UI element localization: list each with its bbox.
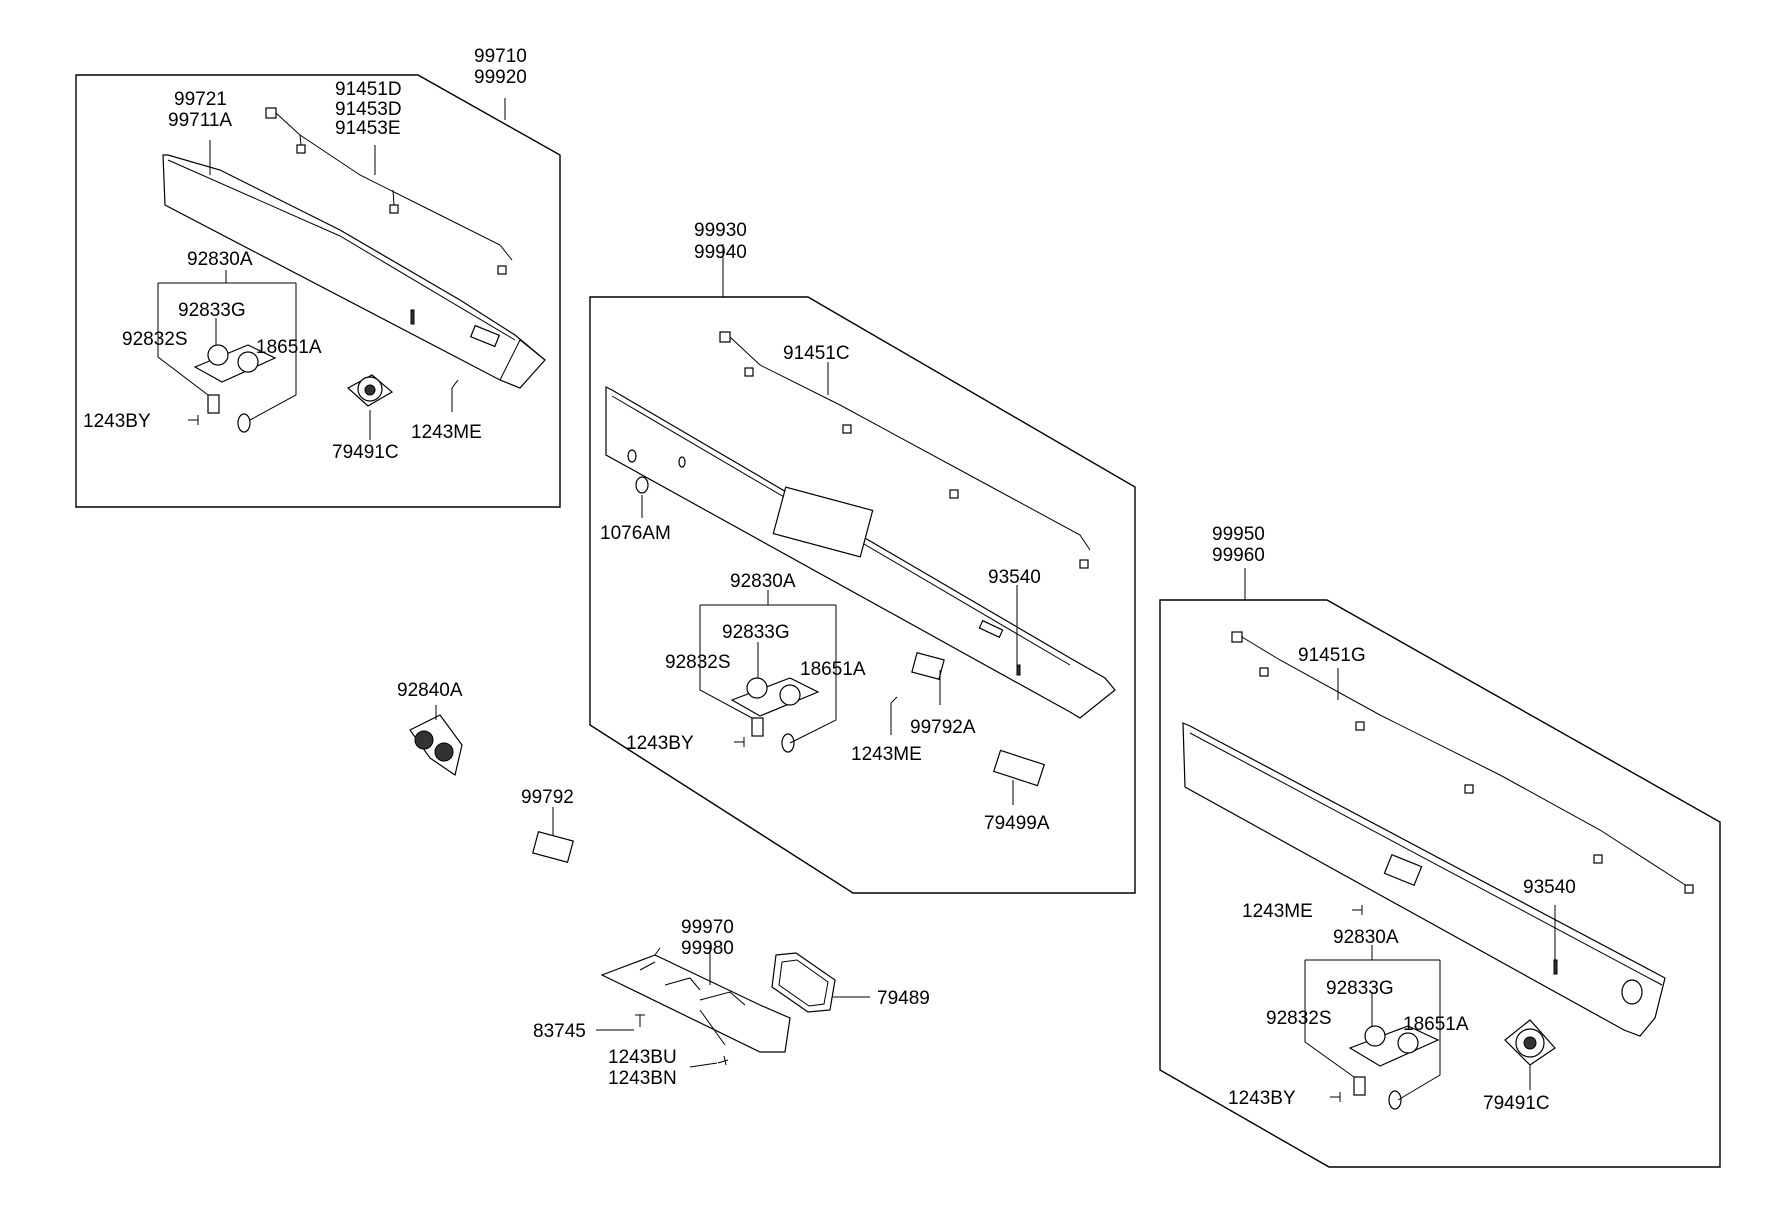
vent-slot-3	[1383, 853, 1423, 887]
group-2: 99930 99940 91451C 1076AM 93540 92830A 9…	[589, 220, 1136, 894]
label-99711a: 99711A	[168, 110, 232, 131]
group-3-boundary	[1159, 599, 1721, 1168]
label-1243by: 1243BY	[626, 733, 694, 754]
vent-99792a	[911, 651, 945, 681]
switch-92840a	[409, 714, 463, 776]
label-99930: 99930	[694, 220, 747, 241]
loose-parts: 92840A 99792 99970 99980 79489 83745 124…	[397, 680, 930, 1089]
label-1243bn: 1243BN	[608, 1068, 677, 1089]
label-99792: 99792	[521, 787, 574, 808]
lamp-3	[1348, 1025, 1440, 1110]
group-1: 99710 99920 99721 99711A 91451D 91453D 9…	[75, 46, 561, 508]
label-99940: 99940	[694, 242, 747, 263]
label-18651a: 18651A	[1403, 1014, 1469, 1035]
label-79491c: 79491C	[1483, 1093, 1550, 1114]
label-79499a: 79499A	[984, 813, 1050, 834]
label-91453e: 91453E	[335, 118, 401, 139]
panel-opening	[772, 486, 874, 558]
screw-83745	[635, 1014, 645, 1027]
group-2-boundary	[589, 296, 1136, 894]
duct	[600, 947, 791, 1053]
label-91453d: 91453D	[335, 99, 402, 120]
label-92830a: 92830A	[1333, 927, 1399, 948]
trim-panel-3	[1182, 722, 1666, 1037]
label-79489: 79489	[877, 988, 930, 1009]
bolt-1243bu	[717, 1055, 729, 1066]
label-1243by: 1243BY	[83, 411, 151, 432]
label-99920: 99920	[474, 67, 527, 88]
harness-3	[1231, 631, 1694, 894]
label-1243me: 1243ME	[411, 422, 482, 443]
label-92833g: 92833G	[1326, 978, 1394, 999]
label-99710: 99710	[474, 46, 527, 67]
label-1243me: 1243ME	[851, 744, 922, 765]
group-3: 99950 99960 91451G 93540 1243ME 92830A 9…	[1159, 524, 1721, 1168]
group-1-boundary	[75, 74, 561, 508]
label-99980: 99980	[681, 938, 734, 959]
vent-99792	[532, 830, 574, 864]
clip-slot-1	[410, 309, 415, 325]
label-92832s: 92832S	[122, 329, 188, 350]
bezel-79489	[771, 952, 836, 1013]
label-92832s: 92832S	[1266, 1008, 1332, 1029]
label-79491c: 79491C	[332, 442, 399, 463]
label-92833g: 92833G	[178, 300, 246, 321]
label-99960: 99960	[1212, 545, 1265, 566]
label-1076am: 1076AM	[600, 523, 671, 544]
label-99721: 99721	[174, 89, 227, 110]
label-91451d: 91451D	[335, 79, 402, 100]
lamp-2	[730, 677, 820, 753]
speaker-3	[1504, 1019, 1556, 1066]
label-92832s: 92832S	[665, 652, 731, 673]
label-92840a: 92840A	[397, 680, 463, 701]
lamp-1	[193, 344, 277, 433]
label-93540: 93540	[1523, 877, 1576, 898]
screw-1	[188, 415, 199, 425]
label-1243bu: 1243BU	[608, 1047, 677, 1068]
label-92830a: 92830A	[187, 249, 253, 270]
label-18651a: 18651A	[800, 659, 866, 680]
label-91451g: 91451G	[1298, 645, 1366, 666]
grille-79499a	[992, 749, 1046, 787]
label-1243me: 1243ME	[1242, 901, 1313, 922]
vent-slot-1	[469, 324, 501, 348]
label-83745: 83745	[533, 1021, 586, 1042]
label-18651a: 18651A	[256, 337, 322, 358]
label-99970: 99970	[681, 917, 734, 938]
speaker-1	[346, 374, 394, 407]
label-1243by: 1243BY	[1228, 1088, 1296, 1109]
trim-panel-1	[162, 154, 546, 389]
harness-1	[265, 107, 513, 275]
label-99792a: 99792A	[910, 717, 976, 738]
harness-2	[719, 331, 1091, 569]
label-93540: 93540	[988, 567, 1041, 588]
label-92833g: 92833G	[722, 622, 790, 643]
label-99950: 99950	[1212, 524, 1265, 545]
label-91451c: 91451C	[783, 343, 850, 364]
plug	[635, 476, 649, 494]
label-92830a: 92830A	[730, 571, 796, 592]
